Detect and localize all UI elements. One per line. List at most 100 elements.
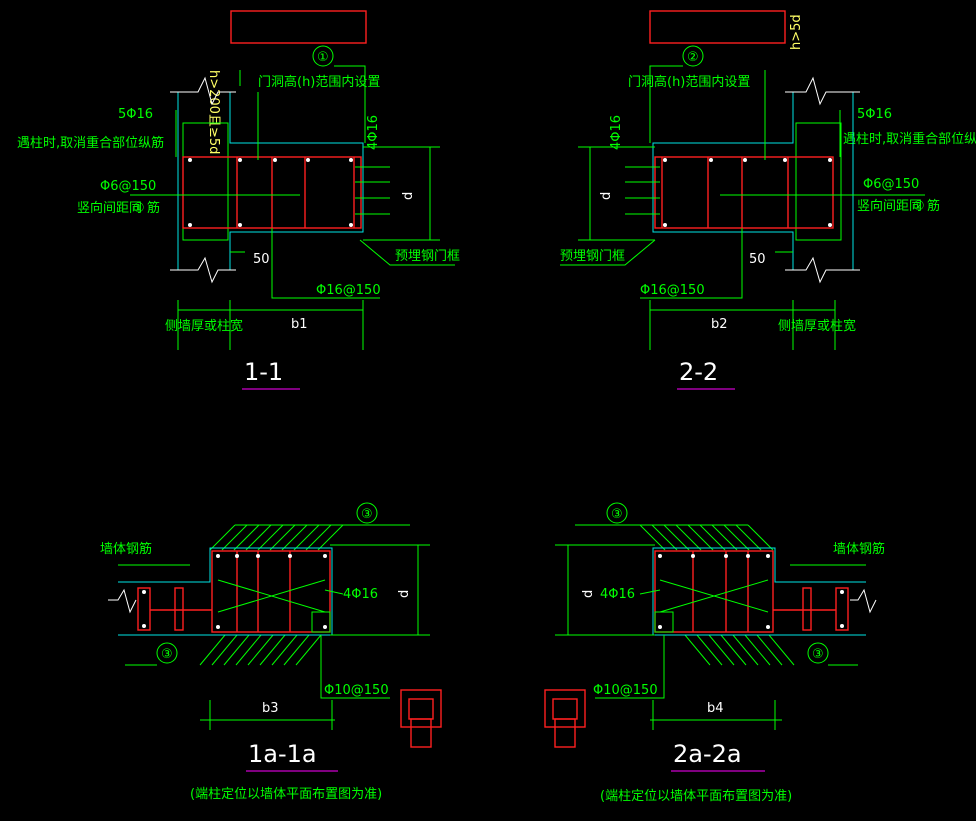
stirrup-label: Φ6@150 [100, 179, 156, 194]
vertical-note: h>5d [789, 14, 804, 50]
vertical-note: h>200且≥5d [206, 70, 221, 154]
circle-label-top: ③ [611, 507, 623, 522]
rebar-dot [188, 223, 192, 227]
rebar-dot [349, 158, 353, 162]
rebar-dot [663, 223, 667, 227]
bars-b-label: 4Φ16 [609, 115, 624, 150]
dim-d: d [581, 590, 596, 598]
circle-marker [312, 45, 334, 67]
bars-a-label: 5Φ16 [857, 107, 892, 122]
stirrup-label: Φ10@150 [593, 683, 658, 698]
hatch-top [575, 524, 774, 551]
width-note: 侧墙厚或柱宽 [778, 318, 856, 334]
dim-d: d [401, 192, 416, 200]
stirrup-suffix: 筋 [927, 198, 940, 214]
dim-b: b4 [707, 701, 724, 716]
plan-symbol [400, 689, 442, 728]
leader [639, 589, 661, 595]
wall-rebar [802, 587, 812, 631]
opening-note: 门洞高(h)范围内设置 [628, 74, 750, 90]
break-line [108, 588, 137, 614]
width-note: 侧墙厚或柱宽 [165, 318, 243, 334]
rebar-dots [142, 554, 327, 629]
embedded-frame-label: 预埋钢门框 [560, 249, 625, 264]
leader [324, 589, 344, 595]
rebar-dot [273, 158, 277, 162]
section-title: 2-2 [679, 358, 718, 386]
wall-bars-label: 墙体钢筋 [100, 541, 152, 557]
leader [271, 228, 380, 299]
section-1a-1a: ③ ③ 墙体钢筋 4Φ16 Φ10@150 d b3 1a-1a (端柱定位以墙… [100, 502, 442, 802]
stirrup-ref: ② [913, 199, 925, 214]
wall-bars-label: 墙体钢筋 [833, 541, 885, 557]
section-title: 1-1 [244, 358, 283, 386]
door-frame-box [649, 10, 786, 44]
circle-label: ① [317, 50, 329, 65]
section-title: 1a-1a [248, 740, 317, 768]
plan-symbol-inner [408, 698, 434, 720]
break-line-bottom [785, 256, 860, 284]
rebar-dot [349, 223, 353, 227]
hatch-bottom [684, 634, 795, 666]
wall-note: 遇柱时,取消重合部位纵筋 [843, 131, 976, 147]
break-line-top [170, 76, 236, 106]
break-line-bottom [170, 256, 236, 284]
concrete-outline [229, 92, 364, 270]
section-title: 2a-2a [673, 740, 742, 768]
stirrup-label: Φ10@150 [324, 683, 389, 698]
cross-tie [659, 579, 769, 613]
rebar-dot [188, 158, 192, 162]
wall-note: 遇柱时,取消重合部位纵筋 [17, 135, 164, 151]
circle-marker-bottom [807, 642, 829, 664]
tie-label: Φ16@150 [316, 283, 381, 298]
wall-rebar [137, 587, 151, 631]
rebar-dot [828, 223, 832, 227]
footnote: (端柱定位以墙体平面布置图为准) [190, 787, 382, 802]
plan-symbol-stem [554, 718, 576, 748]
tie-label: Φ16@150 [640, 283, 705, 298]
wall-rebar [835, 587, 849, 631]
circle-label-bottom: ③ [812, 647, 824, 662]
wall-zone [795, 122, 842, 241]
stirrup-note: 竖向间距同 [77, 200, 142, 216]
bars-b-label: 4Φ16 [366, 115, 381, 150]
circle-marker-top [356, 502, 378, 524]
circle-label-bottom: ③ [161, 647, 173, 662]
break-line [850, 588, 877, 614]
dim-b: b2 [711, 317, 728, 332]
circle-label-top: ③ [361, 507, 373, 522]
concrete-outline [652, 547, 866, 636]
stirrup-note: 竖向间距同 [857, 198, 922, 214]
rebar-dot [828, 158, 832, 162]
embedded-frame-label: 预埋钢门框 [395, 249, 460, 264]
rebar-dot [238, 223, 242, 227]
circle-label: ② [687, 50, 699, 65]
hatch-bottom [199, 634, 322, 666]
concrete-outline [118, 547, 333, 636]
rebar-dot [238, 158, 242, 162]
concrete-outline [652, 92, 794, 270]
wall-rebar [174, 587, 184, 631]
rebar-dot [743, 158, 747, 162]
cross-tie [217, 579, 326, 613]
bars-label: 4Φ16 [343, 587, 378, 602]
rebar-dots [658, 554, 844, 629]
dim-b: b3 [262, 701, 279, 716]
rebar-dot [783, 158, 787, 162]
bars-label: 4Φ16 [600, 587, 635, 602]
leader [320, 635, 390, 699]
stirrup-label: Φ6@150 [863, 177, 919, 192]
rebar-dot [663, 158, 667, 162]
break-line-top [785, 76, 860, 106]
plan-symbol-stem [410, 718, 432, 748]
gap-label: 50 [253, 252, 270, 267]
plan-symbol [544, 689, 586, 728]
rebar-dot [306, 158, 310, 162]
circle-marker-bottom [156, 642, 178, 664]
opening-note: 门洞高(h)范围内设置 [258, 74, 380, 90]
leader [359, 239, 455, 266]
leader [595, 635, 665, 699]
circle-marker [682, 45, 704, 67]
dim-d: d [599, 192, 614, 200]
